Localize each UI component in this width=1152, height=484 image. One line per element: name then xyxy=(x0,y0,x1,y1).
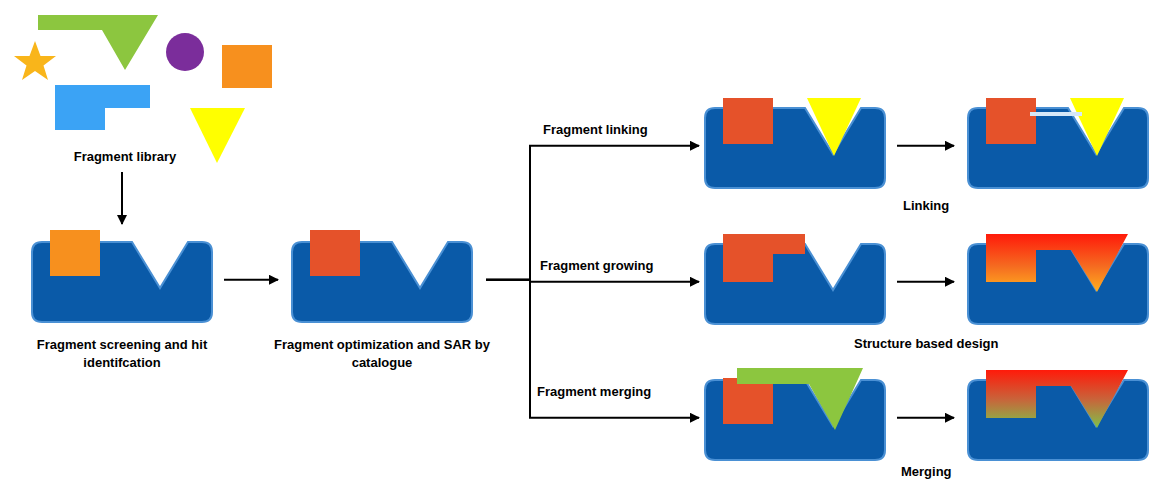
fragment-green xyxy=(737,368,863,430)
protein-pocket xyxy=(705,364,885,460)
merged-ligand xyxy=(986,370,1128,428)
illustration xyxy=(968,364,1148,460)
fragment-yellow xyxy=(190,108,245,163)
arrow-label: Fragment merging xyxy=(537,384,651,400)
flow-arrow xyxy=(486,280,699,418)
illustration xyxy=(705,228,885,324)
flow-arrow xyxy=(224,279,278,281)
fragment-orange xyxy=(222,45,272,88)
fragment-star xyxy=(14,41,56,80)
illustration xyxy=(968,228,1148,324)
illustration xyxy=(705,92,885,188)
fragment-blue xyxy=(55,85,150,130)
fragment-square xyxy=(986,98,1036,144)
protein-pocket xyxy=(705,228,885,324)
linker xyxy=(1030,112,1082,116)
protein-pocket xyxy=(968,92,1148,188)
step-caption: Fragment screening and hit identifcation xyxy=(7,336,237,372)
fragment-library: Fragment library xyxy=(5,8,285,168)
flow-arrow xyxy=(897,281,954,283)
flow-arrow xyxy=(121,172,123,224)
fragment-square xyxy=(310,230,360,276)
arrow-label: Fragment growing xyxy=(540,258,653,274)
fragment-square xyxy=(50,230,100,276)
illustration xyxy=(968,92,1148,188)
arrow-label: Linking xyxy=(903,198,949,214)
arrow-label: Merging xyxy=(901,464,952,480)
protein-pocket xyxy=(968,364,1148,460)
fragment-circle xyxy=(166,33,204,71)
arrow-label: Fragment linking xyxy=(543,122,648,138)
fragment-square xyxy=(723,98,773,144)
illustration xyxy=(705,364,885,460)
illustration xyxy=(292,226,472,322)
illustration xyxy=(32,226,212,322)
grown-ligand xyxy=(986,234,1128,292)
fragment-square xyxy=(723,378,773,424)
fragment-triangle xyxy=(1070,98,1124,156)
arrow-label: Structure based design xyxy=(854,336,998,352)
illustration xyxy=(5,8,285,168)
fragment-green xyxy=(38,15,158,70)
grown-fragment xyxy=(723,234,805,282)
protein-pocket xyxy=(705,92,885,188)
protein-pocket xyxy=(968,228,1148,324)
flow-arrow xyxy=(897,417,954,419)
fragment-triangle xyxy=(807,98,861,156)
protein-pocket: Fragment screening and hit identifcation xyxy=(32,226,212,322)
step-caption: Fragment optimization and SAR by catalog… xyxy=(267,336,497,372)
flow-arrow xyxy=(897,145,954,147)
library-label: Fragment library xyxy=(45,148,205,166)
protein-pocket: Fragment optimization and SAR by catalog… xyxy=(292,226,472,322)
flow-arrow xyxy=(486,146,699,280)
